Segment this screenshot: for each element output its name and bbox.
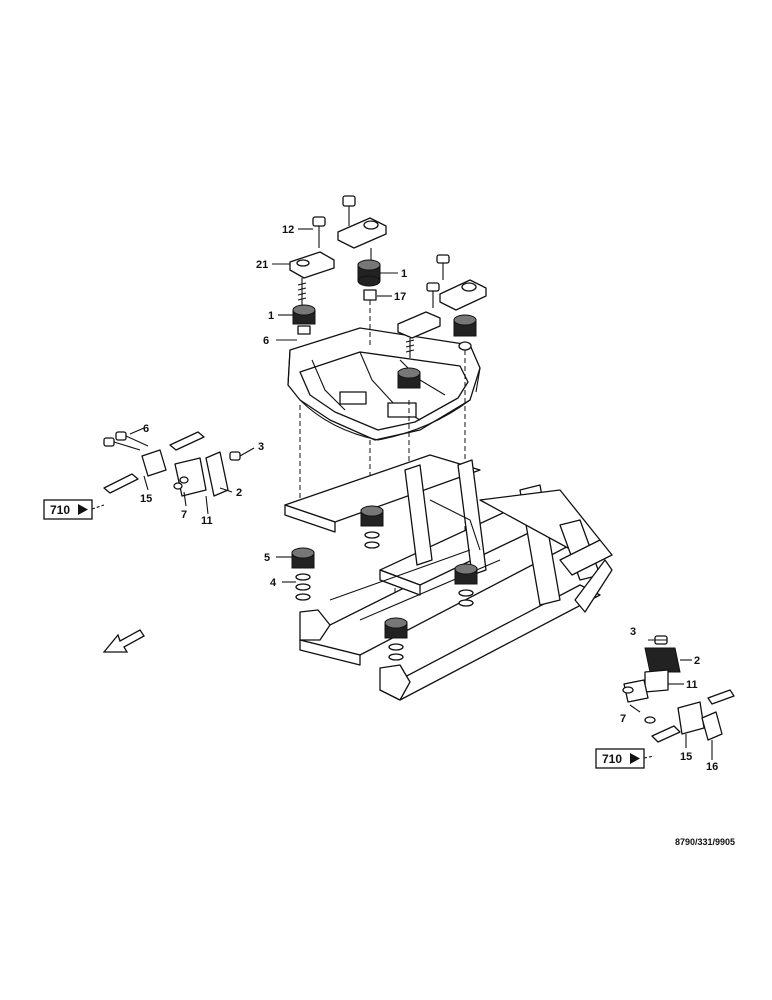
reference-arrow-icon — [78, 504, 88, 515]
right-bracket-detail — [622, 635, 735, 743]
callout-2-right: 2 — [694, 655, 700, 667]
callout-11-left: 11 — [201, 515, 213, 527]
callout-5: 5 — [264, 552, 270, 564]
lower-mounts — [291, 505, 478, 661]
callout-12: 12 — [282, 224, 294, 236]
leader-lines — [129, 228, 713, 760]
callout-7-left: 7 — [181, 509, 187, 521]
reference-box-right[interactable]: 710 — [595, 748, 645, 769]
main-chassis — [284, 454, 613, 701]
callout-16: 16 — [706, 761, 718, 773]
callout-4: 4 — [270, 577, 277, 589]
callout-3-left: 3 — [258, 441, 264, 453]
callout-15-right: 15 — [680, 751, 692, 763]
callout-21: 21 — [256, 259, 268, 271]
callout-1-left: 1 — [268, 310, 274, 322]
direction-arrow-icon — [102, 629, 145, 653]
callout-6-left: 6 — [143, 423, 149, 435]
callout-1-center: 1 — [401, 268, 407, 280]
reference-label-right: 710 — [602, 752, 622, 766]
reference-box-left[interactable]: 710 — [43, 499, 93, 520]
drawing-code: 8790/331/9905 — [675, 837, 735, 847]
callout-15-left: 15 — [140, 493, 152, 505]
upper-mounts — [289, 195, 487, 560]
callout-17: 17 — [394, 291, 406, 303]
left-bracket-detail — [103, 431, 255, 497]
callout-3-right: 3 — [630, 626, 636, 638]
reference-arrow-icon — [630, 753, 640, 764]
callout-6-upper: 6 — [263, 335, 269, 347]
callout-11-right: 11 — [686, 679, 698, 691]
callout-7-right: 7 — [620, 713, 626, 725]
callout-2-left: 2 — [236, 487, 242, 499]
part-callouts: 12 21 1 1 17 6 6 3 2 15 7 11 5 4 3 2 11 … — [140, 224, 718, 773]
upper-subframe — [287, 327, 481, 441]
reference-label-left: 710 — [50, 503, 70, 517]
